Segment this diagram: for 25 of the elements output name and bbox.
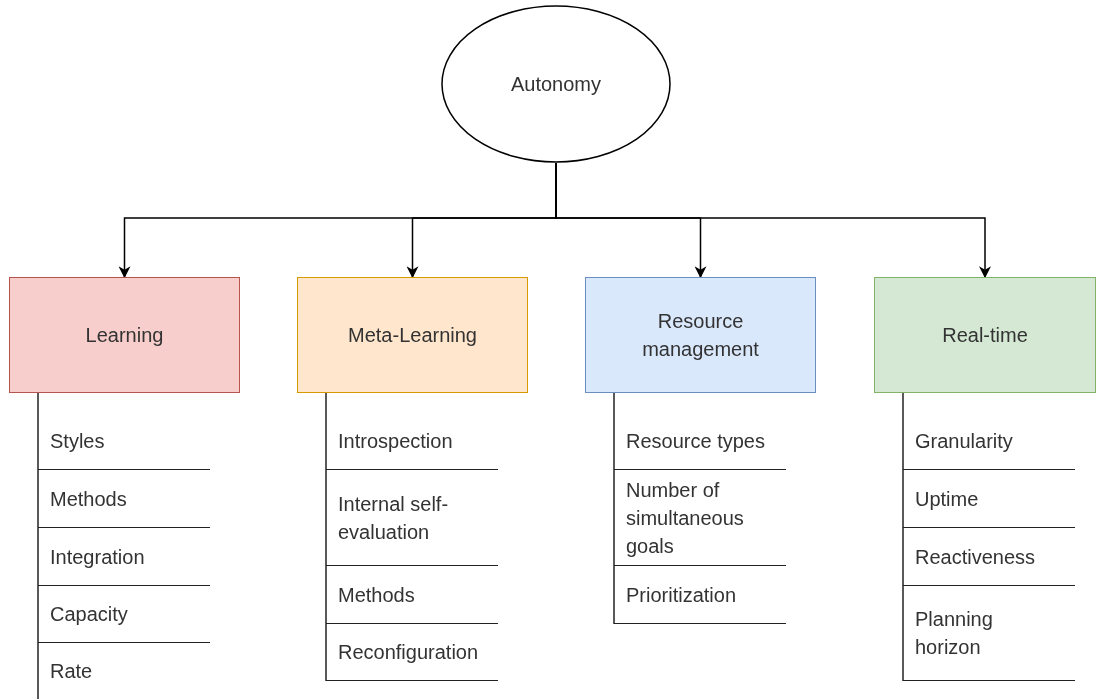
category-label: Meta-Learning	[348, 323, 477, 348]
category-box	[874, 277, 1096, 393]
category-box	[9, 277, 240, 393]
item-text: Reconfiguration	[338, 640, 479, 665]
item-text: Prioritization	[626, 582, 737, 608]
root-label: Autonomy	[510, 72, 602, 97]
item-text: Number of simultaneous goals	[626, 477, 745, 559]
category-label: Learning	[85, 323, 164, 348]
item-text: Methods	[50, 486, 127, 512]
item-text: Granularity	[915, 428, 1013, 454]
category-label: Real-time	[942, 323, 1028, 348]
item-text: Rate	[50, 659, 93, 684]
item-text: Reactiveness	[915, 544, 1036, 570]
item-text: Resource types	[626, 428, 765, 454]
item-text: Integration	[50, 544, 145, 570]
category-label: Resource management	[641, 309, 760, 362]
item-text: Introspection	[338, 428, 453, 454]
item-text: Uptime	[915, 486, 979, 512]
item-text: Internal self-evaluation	[338, 491, 450, 545]
item-text: Planning horizon	[915, 607, 994, 660]
item-text: Methods	[338, 582, 415, 608]
item-text: Capacity	[50, 602, 128, 627]
category-box	[297, 277, 528, 393]
item-text: Styles	[50, 428, 105, 454]
category-box	[585, 277, 816, 393]
